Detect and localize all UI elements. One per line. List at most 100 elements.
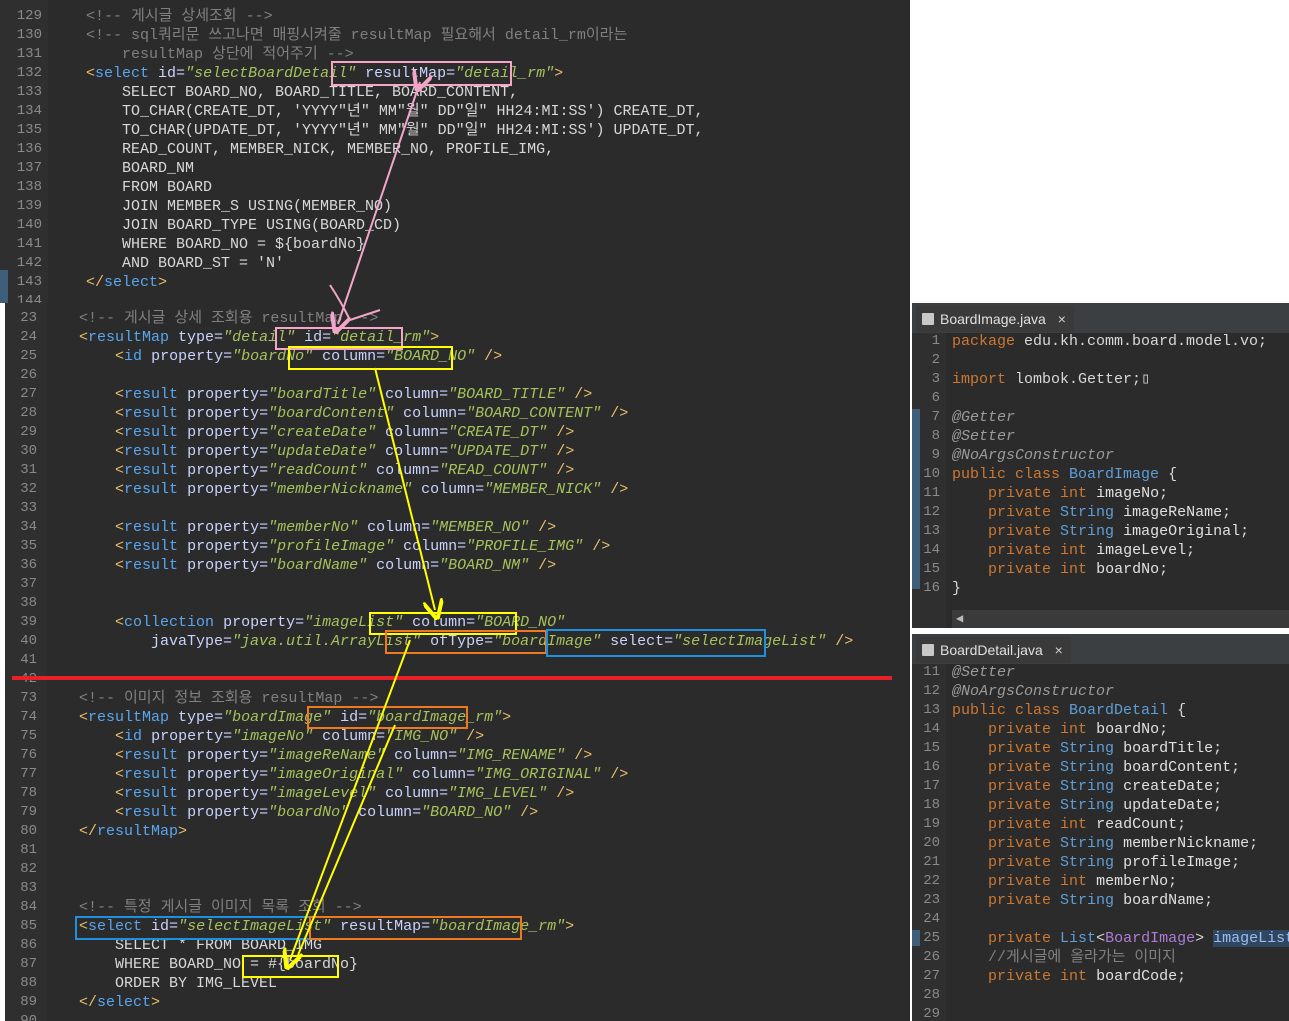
line-number: 11	[923, 485, 940, 501]
line-number: 140	[16, 217, 42, 233]
code-line[interactable]: 25 <id property="boardNo" column="BOARD_…	[5, 347, 910, 366]
code-line[interactable]: 19 private int readCount;	[912, 815, 1289, 834]
code-line[interactable]: 35 <result property="profileImage" colum…	[5, 537, 910, 556]
code-line[interactable]: 139 JOIN MEMBER_S USING(MEMBER_NO)	[0, 197, 910, 216]
code-line[interactable]: 25 private List<BoardImage> imageList;	[912, 929, 1289, 948]
code-line[interactable]: 24	[912, 910, 1289, 929]
tab-boarddetail-java[interactable]: BoardDetail.java ×	[916, 637, 1071, 663]
code-text: <!-- 게시글 상세 조회용 resultMap -->	[79, 310, 379, 327]
horizontal-scrollbar[interactable]: ◀	[952, 610, 1289, 628]
code-line[interactable]: 31 <result property="readCount" column="…	[5, 461, 910, 480]
editor-pane-resultmap-detail[interactable]: 23<!-- 게시글 상세 조회용 resultMap -->24<result…	[5, 303, 910, 687]
code-line[interactable]: 2	[912, 351, 1289, 370]
line-number: 36	[20, 557, 37, 573]
editor-pane-image-list[interactable]: 73<!-- 이미지 정보 조회용 resultMap -->74<result…	[5, 687, 910, 1021]
code-line[interactable]: 24<resultMap type="detail" id="detail_rm…	[5, 328, 910, 347]
code-line[interactable]: 29	[912, 1005, 1289, 1021]
code-line[interactable]: 41	[5, 651, 910, 670]
code-line[interactable]: 89</select>	[5, 993, 910, 1012]
code-line[interactable]: 81	[5, 841, 910, 860]
code-line[interactable]: 142 AND BOARD_ST = 'N'	[0, 254, 910, 273]
code-line[interactable]: 23 private String boardName;	[912, 891, 1289, 910]
code-text: private String imageOriginal;	[988, 523, 1250, 540]
code-line[interactable]: 88 ORDER BY IMG_LEVEL	[5, 974, 910, 993]
code-line[interactable]: 15 private int boardNo;	[912, 560, 1289, 579]
code-line[interactable]: 78 <result property="imageLevel" column=…	[5, 784, 910, 803]
line-number: 139	[16, 198, 42, 214]
code-line[interactable]: 12@NoArgsConstructor	[912, 682, 1289, 701]
code-line[interactable]: 12 private String imageReName;	[912, 503, 1289, 522]
code-line[interactable]: 18 private String updateDate;	[912, 796, 1289, 815]
code-line[interactable]: 29 <result property="createDate" column=…	[5, 423, 910, 442]
code-line[interactable]: 26	[5, 366, 910, 385]
highlight-column-board-no	[288, 346, 453, 370]
code-line[interactable]: 131 resultMap 상단에 적어주기 -->	[0, 45, 910, 64]
code-line[interactable]: 36 <result property="boardName" column="…	[5, 556, 910, 575]
code-line[interactable]: 80</resultMap>	[5, 822, 910, 841]
code-line[interactable]: 17 private String createDate;	[912, 777, 1289, 796]
code-line[interactable]: 22 private int memberNo;	[912, 872, 1289, 891]
code-line[interactable]: 82	[5, 860, 910, 879]
code-line[interactable]: 30 <result property="updateDate" column=…	[5, 442, 910, 461]
code-line[interactable]: 136 READ_COUNT, MEMBER_NICK, MEMBER_NO, …	[0, 140, 910, 159]
code-line[interactable]: 39 <collection property="imageList" colu…	[5, 613, 910, 632]
code-line[interactable]: 9@NoArgsConstructor	[912, 446, 1289, 465]
code-line[interactable]: 13 private String imageOriginal;	[912, 522, 1289, 541]
editor-pane-select-detail[interactable]: 128129<!-- 게시글 상세조회 -->130<!-- sql쿼리문 쓰고…	[0, 0, 910, 303]
code-line[interactable]: 138 FROM BOARD	[0, 178, 910, 197]
code-line[interactable]: 11 private int imageNo;	[912, 484, 1289, 503]
code-line[interactable]: 134 TO_CHAR(CREATE_DT, 'YYYY"년" MM"월" DD…	[0, 102, 910, 121]
code-line[interactable]: 28 <result property="boardContent" colum…	[5, 404, 910, 423]
code-line[interactable]: 75 <id property="imageNo" column="IMG_NO…	[5, 727, 910, 746]
code-line[interactable]: 129<!-- 게시글 상세조회 -->	[0, 7, 910, 26]
code-line[interactable]: 20 private String memberNickname;	[912, 834, 1289, 853]
code-line[interactable]: 16}	[912, 579, 1289, 598]
code-line[interactable]: 32 <result property="memberNickname" col…	[5, 480, 910, 499]
code-line[interactable]: 140 JOIN BOARD_TYPE USING(BOARD_CD)	[0, 216, 910, 235]
code-line[interactable]: 6	[912, 389, 1289, 408]
code-line[interactable]: 27 private int boardCode;	[912, 967, 1289, 986]
code-line[interactable]: 135 TO_CHAR(UPDATE_DT, 'YYYY"년" MM"월" DD…	[0, 121, 910, 140]
code-line[interactable]: 26 //게시글에 올라가는 이미지	[912, 948, 1289, 967]
code-line[interactable]: 83	[5, 879, 910, 898]
code-line[interactable]: 77 <result property="imageOriginal" colu…	[5, 765, 910, 784]
code-line[interactable]: 38	[5, 594, 910, 613]
close-icon[interactable]: ×	[1057, 311, 1066, 327]
code-line[interactable]: 37	[5, 575, 910, 594]
code-line[interactable]: 15 private String boardTitle;	[912, 739, 1289, 758]
code-line[interactable]: 137 BOARD_NM	[0, 159, 910, 178]
code-line[interactable]: 143</select>	[0, 273, 910, 292]
code-line[interactable]: 23<!-- 게시글 상세 조회용 resultMap -->	[5, 309, 910, 328]
code-line[interactable]: 130<!-- sql쿼리문 쓰고나면 매핑시켜줄 resultMap 필요해서…	[0, 26, 910, 45]
code-line[interactable]: 14 private int imageLevel;	[912, 541, 1289, 560]
code-line[interactable]: 21 private String profileImage;	[912, 853, 1289, 872]
code-line[interactable]: 34 <result property="memberNo" column="M…	[5, 518, 910, 537]
tab-boardimage-java[interactable]: BoardImage.java ×	[916, 306, 1074, 332]
code-line[interactable]: 11@Setter	[912, 663, 1289, 682]
close-icon[interactable]: ×	[1054, 642, 1063, 658]
code-line[interactable]: 28	[912, 986, 1289, 1005]
code-line[interactable]: 27 <result property="boardTitle" column=…	[5, 385, 910, 404]
code-line[interactable]: 84<!-- 특정 게시글 이미지 목록 조회 -->	[5, 898, 910, 917]
line-number: 22	[923, 873, 940, 889]
code-line[interactable]: 141 WHERE BOARD_NO = ${boardNo}	[0, 235, 910, 254]
code-line[interactable]: 87 WHERE BOARD_NO = #{boardNo}	[5, 955, 910, 974]
code-line[interactable]: 33	[5, 499, 910, 518]
code-line[interactable]: 90	[5, 1012, 910, 1021]
code-line[interactable]: 7@Getter	[912, 408, 1289, 427]
code-line[interactable]: 76 <result property="imageReName" column…	[5, 746, 910, 765]
scroll-left-icon[interactable]: ◀	[956, 612, 964, 626]
code-line[interactable]: 79 <result property="boardNo" column="BO…	[5, 803, 910, 822]
code-line[interactable]: 128	[0, 0, 910, 7]
code-line[interactable]: 16 private String boardContent;	[912, 758, 1289, 777]
code-line[interactable]: 8@Setter	[912, 427, 1289, 446]
code-text: @NoArgsConstructor	[952, 683, 1115, 700]
code-line[interactable]: 144	[0, 292, 910, 303]
code-line[interactable]: 14 private int boardNo;	[912, 720, 1289, 739]
